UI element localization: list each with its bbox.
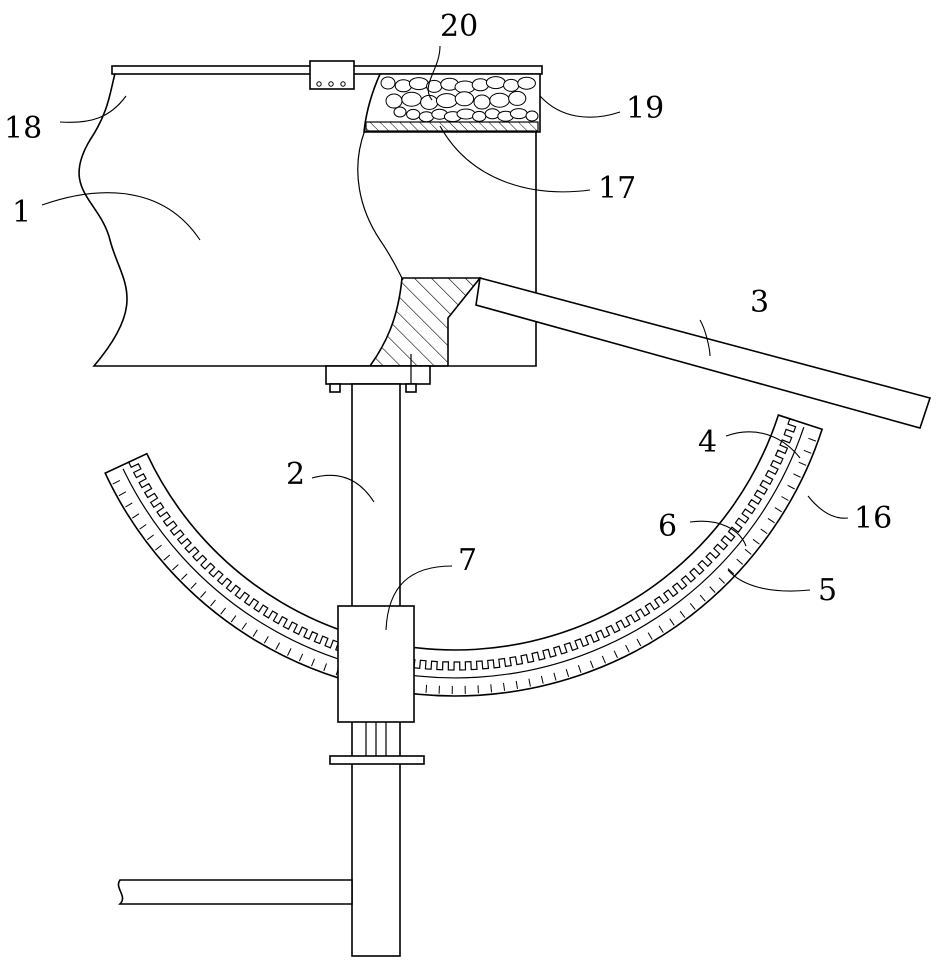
label-3: 3 bbox=[750, 285, 769, 320]
stone-filler bbox=[381, 77, 538, 122]
slider-block bbox=[338, 606, 414, 722]
filter-plate bbox=[366, 122, 538, 131]
lower-flange bbox=[330, 756, 424, 764]
label-20: 20 bbox=[440, 9, 478, 44]
label-19: 19 bbox=[626, 91, 664, 126]
label-18: 18 bbox=[4, 111, 42, 146]
label-16: 16 bbox=[854, 501, 892, 536]
label-2: 2 bbox=[286, 457, 305, 492]
leader-16 bbox=[808, 496, 848, 518]
filter-compartment bbox=[364, 74, 540, 132]
hinge-clip bbox=[310, 61, 354, 89]
leader-19 bbox=[540, 96, 620, 117]
side-arm bbox=[118, 880, 352, 904]
label-7: 7 bbox=[458, 543, 477, 578]
label-17: 17 bbox=[598, 171, 636, 206]
label-1: 1 bbox=[12, 195, 31, 230]
label-4: 4 bbox=[698, 425, 717, 460]
chute-board bbox=[476, 278, 930, 428]
label-5: 5 bbox=[818, 573, 837, 608]
leader-5 bbox=[728, 570, 810, 591]
label-6: 6 bbox=[658, 509, 677, 544]
